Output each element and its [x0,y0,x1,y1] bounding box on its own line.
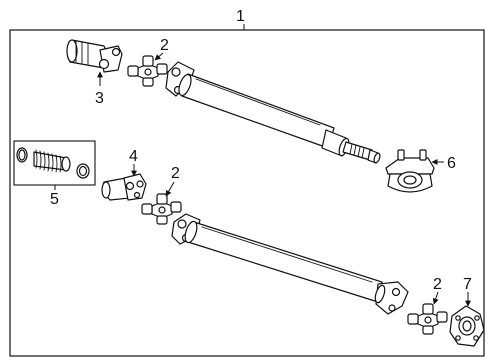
callout-3: 3 [95,90,104,107]
callout-5: 5 [50,191,59,208]
leader-2-middle [165,181,175,197]
callout-1: 1 [236,8,245,25]
leader-2-bottom [432,291,439,305]
boot-kit-icon [16,147,90,179]
callout-2-top: 2 [160,37,169,54]
flange-icon [449,305,485,347]
universal-joint-icon-bottom [407,303,448,335]
callout-6: 6 [447,155,456,172]
flange-yoke-icon [101,173,147,201]
universal-joint-icon [127,55,168,87]
universal-joint-icon-middle [141,193,182,225]
center-support-bearing-icon [385,149,435,193]
drive-shaft-icon-lower [171,213,409,315]
callout-7: 7 [463,276,472,293]
leader-2-top [154,52,164,61]
callout-2-bottom: 2 [433,276,442,293]
drive-shaft-icon [165,61,381,164]
slip-yoke-icon [66,39,123,73]
callout-2-middle: 2 [171,165,180,182]
callout-4: 4 [129,148,138,165]
diagram-frame [9,29,485,357]
